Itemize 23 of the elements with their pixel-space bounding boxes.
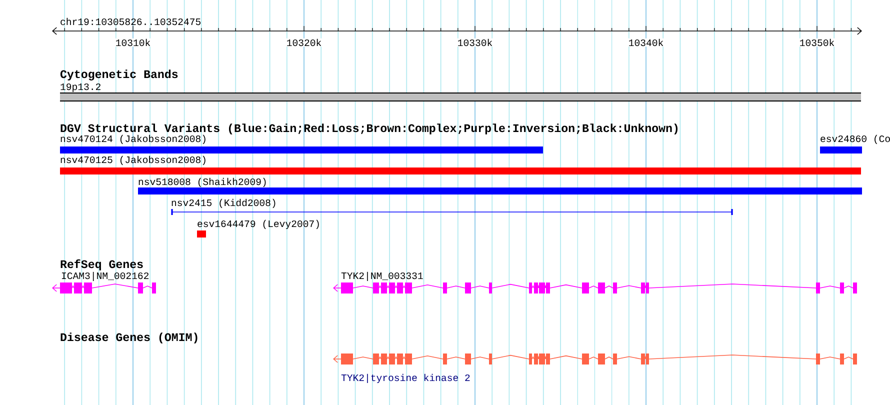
track-title: Disease Genes (OMIM) bbox=[60, 332, 198, 344]
variant-bar: nsv518008 (Shaikh2009) bbox=[138, 178, 862, 194]
coordinate-label: chr19:10305826..10352475 bbox=[60, 18, 200, 26]
variant-span: nsv2415 (Kidd2008) bbox=[171, 198, 733, 215]
node-label: nsv470125 (Jakobsson2008) bbox=[60, 156, 206, 166]
variant-bar: esv1644479 (Levy2007) bbox=[197, 220, 319, 238]
track-title: Cytogenetic Bands bbox=[60, 70, 178, 80]
variant-bar: nsv470124 (Jakobsson2008) bbox=[60, 134, 543, 154]
variant-bar: nsv470125 (Jakobsson2008) bbox=[60, 156, 861, 174]
variant-bar: esv24860 (Co bbox=[820, 134, 890, 154]
gene-model: TYK2|tyrosine kinase 2 bbox=[333, 354, 857, 384]
node-label: nsv470124 (Jakobsson2008) bbox=[60, 134, 206, 144]
node-label: nsv518008 (Shaikh2009) bbox=[138, 178, 266, 188]
node-label: 19p13.2 bbox=[60, 83, 100, 92]
track-title: DGV Structural Variants (Blue:Gain;Red:Loss;Brown:Complex;Purple:Inversion;Black:Unknown) bbox=[60, 124, 678, 134]
node-label: TYK2|NM_003331 bbox=[341, 272, 423, 282]
cytoband-bar: 19p13.2 bbox=[60, 83, 862, 102]
node-label: ICAM3|NM_002162 bbox=[62, 272, 149, 282]
gene-model: TYK2|NM_003331 bbox=[333, 272, 857, 294]
node-label: TYK2|tyrosine kinase 2 bbox=[341, 374, 470, 384]
node-label: esv1644479 (Levy2007) bbox=[198, 220, 319, 230]
gene-model: ICAM3|NM_002162 bbox=[52, 272, 156, 294]
node-label: esv24860 (Co bbox=[820, 134, 890, 144]
